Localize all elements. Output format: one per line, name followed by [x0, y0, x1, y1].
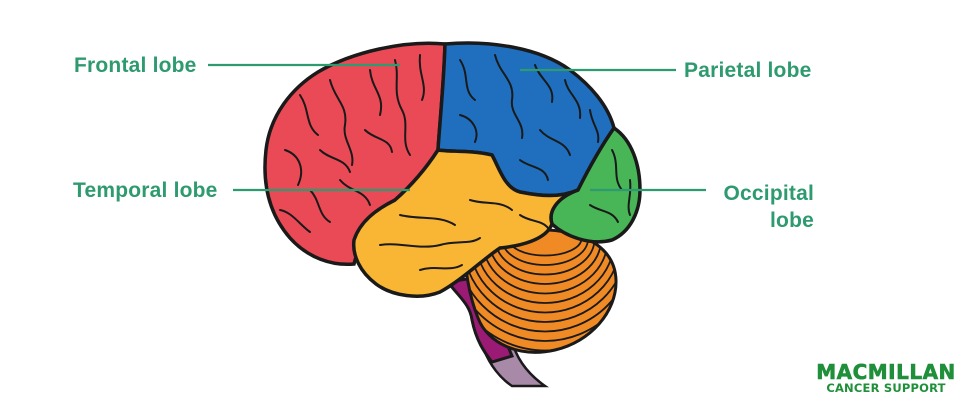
cerebellum-fold-line	[468, 241, 617, 314]
cerebellum	[464, 228, 618, 354]
occipital-lobe	[549, 125, 642, 244]
cerebellum-fold-line	[494, 239, 596, 276]
cerebellum-fold-line	[481, 240, 609, 295]
macmillan-logo: MACMILLAN CANCER SUPPORT	[811, 362, 961, 395]
cerebellum-fold-line	[501, 238, 589, 266]
logo-line-2: CANCER SUPPORT	[826, 381, 946, 395]
brain-folds	[279, 54, 632, 271]
cerebellum-fold-line	[475, 240, 615, 304]
temporal-lobe-label: Temporal lobe	[73, 179, 218, 202]
logo-line-1: MACMILLAN	[816, 360, 956, 384]
parietal-lobe-label: Parietal lobe	[684, 59, 812, 82]
cerebellum-fold-line	[465, 243, 617, 352]
cerebellum-fold-line	[465, 241, 617, 323]
occipital-lobe-label: Occipital lobe	[723, 182, 814, 232]
leader-lines	[208, 63, 706, 192]
frontal-lobe-label: Frontal lobe	[74, 54, 197, 77]
cerebellum-fold-line	[488, 239, 602, 285]
cerebellum-fold-line	[465, 242, 617, 342]
temporal-lobe	[351, 148, 579, 298]
